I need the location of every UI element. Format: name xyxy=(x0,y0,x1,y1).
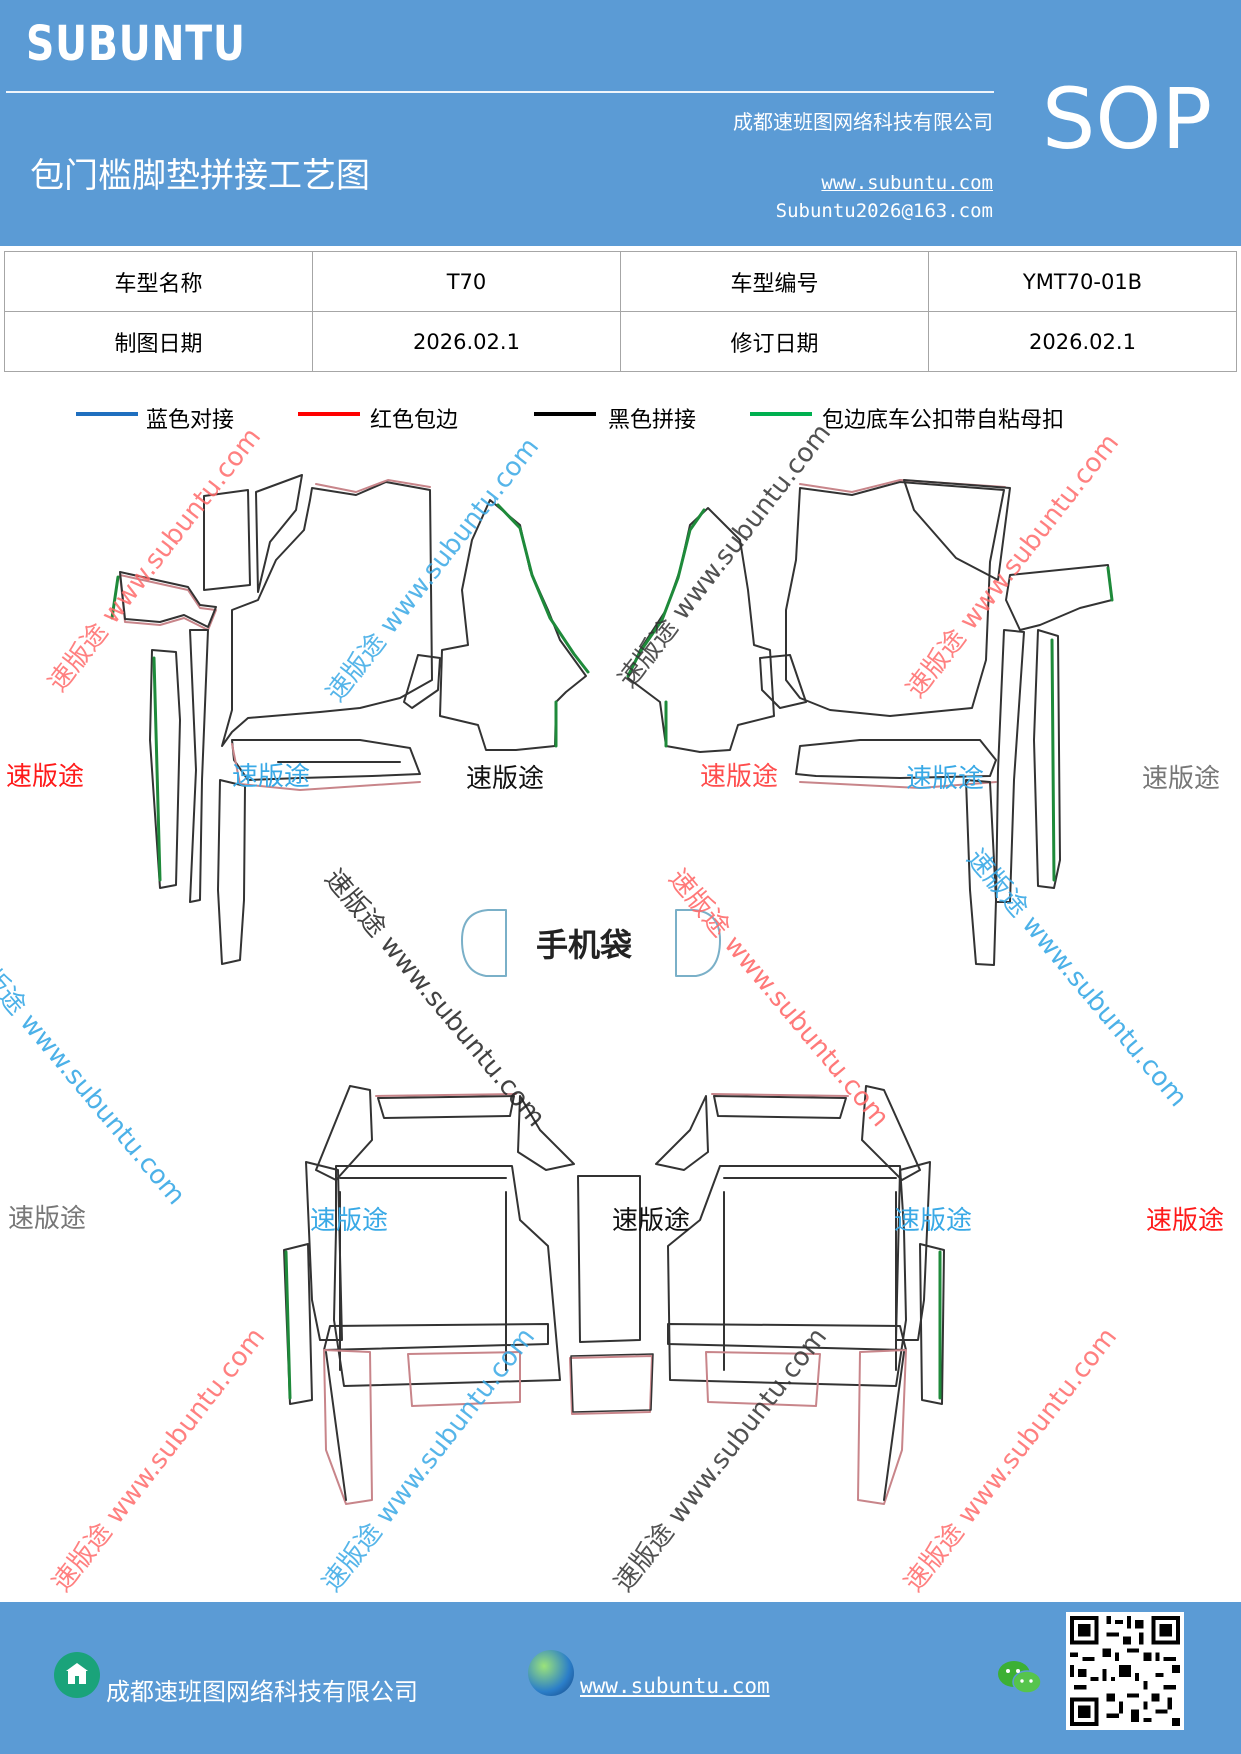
phone-pocket-left xyxy=(461,909,507,977)
model-name-value: T70 xyxy=(312,251,621,312)
watermark-word: 速版途 xyxy=(906,764,985,794)
watermark-word: 速版途 xyxy=(466,764,545,794)
rear-corner-left-b xyxy=(517,1095,575,1171)
center-tunnel-pad xyxy=(577,1175,641,1343)
rear-corner-right-a xyxy=(861,1085,921,1181)
model-code-label: 车型编号 xyxy=(620,251,929,312)
rear-floor-right xyxy=(667,1165,907,1387)
front-seat-strip-left xyxy=(323,1323,549,1351)
header-company: 成都速班图网络科技有限公司 xyxy=(733,110,993,134)
sop-badge: SOP xyxy=(1042,70,1213,168)
side-strip-left xyxy=(305,1161,343,1341)
small-panel-b xyxy=(255,474,303,593)
table-row: 车型名称 T70 车型编号 YMT70-01B xyxy=(4,251,1237,312)
rear-corner-right-b xyxy=(655,1095,709,1171)
legend-label-red: 红色包边 xyxy=(370,408,459,433)
footer-website-link[interactable]: www.subuntu.com xyxy=(580,1674,770,1698)
watermark-word: 速版途 xyxy=(700,762,779,792)
pillar-strip-right xyxy=(995,629,1025,903)
main-floor-left xyxy=(221,481,433,747)
front-sill-right xyxy=(795,739,997,779)
lower-right-mat-group xyxy=(655,1085,945,1505)
page-footer: 成都速班图网络科技有限公司 www.subuntu.com xyxy=(0,1602,1241,1754)
legend-label-black: 黑色拼接 xyxy=(608,408,697,433)
page-title: 包门槛脚垫拼接工艺图 xyxy=(30,156,370,196)
rear-wedge-right xyxy=(759,654,807,709)
rear-floor-left xyxy=(333,1165,561,1387)
center-mat-group xyxy=(569,1175,654,1415)
globe-icon xyxy=(528,1650,574,1696)
legend: 蓝色对接 红色包边 黑色拼接 包边底车公扣带自粘母扣 xyxy=(0,402,1241,438)
lower-strip-right xyxy=(965,779,997,966)
watermark-word: 速版途 xyxy=(6,762,85,792)
watermark-word: 速版途 xyxy=(612,1206,691,1236)
upper-right-mat-group xyxy=(626,479,1114,966)
center-bottom-pad xyxy=(569,1355,653,1415)
bottom-pad-left xyxy=(407,1351,521,1407)
lower-strip-left xyxy=(217,779,246,965)
table-row: 制图日期 2026.02.1 修订日期 2026.02.1 xyxy=(4,311,1237,372)
rear-top-strip-left xyxy=(377,1095,515,1119)
upper-left-mat-group xyxy=(110,474,590,965)
qr-code[interactable] xyxy=(1066,1612,1184,1730)
main-floor-right xyxy=(785,481,1005,717)
mat-splicing-diagram: 手机袋 速版途 速版途 速版途 速版途 速版途 速版途 速版途 速版途 速版途 … xyxy=(0,418,1241,1600)
watermark-word: 速版途 xyxy=(1146,1206,1225,1236)
watermark-word: 速版途 xyxy=(310,1206,389,1236)
legend-swatch-black xyxy=(534,412,596,416)
model-name-label: 车型名称 xyxy=(4,251,313,312)
outer-sill-right xyxy=(919,1243,945,1405)
watermark-word: 速版途 xyxy=(1142,764,1221,794)
brand-logo: SUBUNTU xyxy=(26,16,246,72)
mat-outline-drawing xyxy=(110,474,1114,1505)
page-header: SUBUNTU 成都速班图网络科技有限公司 包门槛脚垫拼接工艺图 www.sub… xyxy=(0,0,1241,246)
watermark-word: 速版途 xyxy=(8,1204,87,1234)
rear-wedge-left xyxy=(403,654,441,709)
top-corner-panel-right xyxy=(903,479,1011,581)
watermark-word: 速版途 xyxy=(232,762,311,792)
legend-label-blue: 蓝色对接 xyxy=(146,408,235,433)
bottom-long-left xyxy=(323,1349,373,1505)
lower-left-mat-group xyxy=(283,1085,575,1505)
draw-date-value: 2026.02.1 xyxy=(312,311,621,372)
legend-swatch-red xyxy=(298,412,360,416)
phone-pocket-group xyxy=(461,909,721,977)
bottom-pad-right xyxy=(705,1351,821,1407)
phone-pocket-label: 手机袋 xyxy=(536,926,633,964)
pillar-strip-left xyxy=(189,629,209,903)
header-email: Subuntu2026@163.com xyxy=(775,200,993,222)
legend-label-green: 包边底车公扣带自粘母扣 xyxy=(822,408,1065,433)
bottom-long-right xyxy=(857,1349,907,1505)
watermark-word: 速版途 xyxy=(894,1206,973,1236)
rear-corner-left-a xyxy=(315,1085,373,1181)
revise-date-label: 修订日期 xyxy=(620,311,929,372)
small-panel-a xyxy=(203,489,251,591)
long-strip-left xyxy=(149,649,181,889)
rear-top-strip-right xyxy=(713,1095,847,1119)
header-website-link[interactable]: www.subuntu.com xyxy=(821,172,993,194)
front-sill-left xyxy=(231,739,421,781)
legend-swatch-green xyxy=(750,412,812,416)
wechat-icon[interactable] xyxy=(996,1658,1044,1698)
draw-date-label: 制图日期 xyxy=(4,311,313,372)
info-table: 车型名称 T70 车型编号 YMT70-01B 制图日期 2026.02.1 修… xyxy=(4,251,1237,372)
footer-company: 成都速班图网络科技有限公司 xyxy=(106,1678,418,1706)
model-code-value: YMT70-01B xyxy=(928,251,1237,312)
phone-pocket-right xyxy=(675,909,721,977)
revise-date-value: 2026.02.1 xyxy=(928,311,1237,372)
header-divider xyxy=(6,91,994,93)
building-icon xyxy=(54,1652,100,1698)
long-strip-right xyxy=(1033,629,1061,889)
legend-swatch-blue xyxy=(76,412,138,416)
